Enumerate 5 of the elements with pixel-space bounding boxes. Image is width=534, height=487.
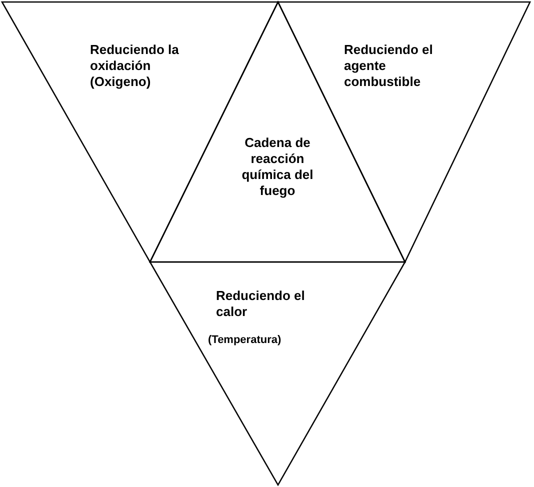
triangle-sublabel: (Temperatura) xyxy=(208,333,282,348)
triangle-label: Reduciendo el calor xyxy=(216,288,306,320)
triangle-label: Cadena de reacción química del fuego xyxy=(240,135,314,199)
triangle-label: Reduciendo el agente combustible xyxy=(344,42,434,90)
triangle-label: Reduciendo la oxidación (Oxigeno) xyxy=(90,42,180,90)
